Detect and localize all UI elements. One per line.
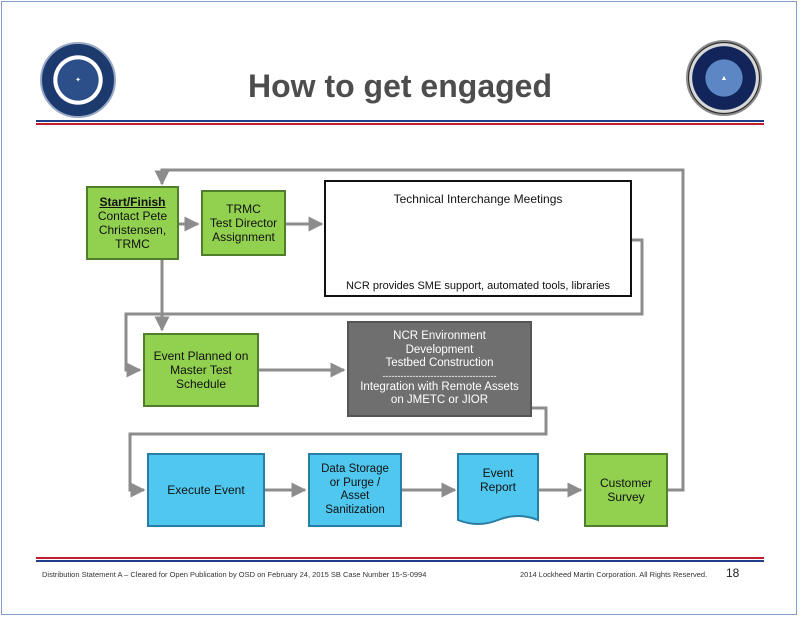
ncr-line-4: Integration with Remote Assets	[360, 380, 519, 393]
hex-right-line-2: Identify New	[510, 238, 574, 250]
footer-rule-blue	[36, 560, 764, 562]
ncr-seal-logo: ▲	[686, 40, 762, 116]
page-number: 18	[726, 566, 740, 580]
event-planned-box: Event Planned on Master Test Schedule	[143, 333, 259, 407]
hex-right-line-1: Resource Planning	[493, 224, 591, 236]
event-report-document-shape	[457, 453, 539, 525]
technical-interchange-meetings-box: Technical Interchange Meetings NCR provi…	[324, 180, 632, 297]
ncr-divider: --------------------------------------	[382, 370, 497, 381]
event-planned-line-1: Event Planned on	[153, 349, 249, 363]
tim-title: Technical Interchange Meetings	[393, 192, 563, 206]
ncr-line-3: Testbed Construction	[385, 357, 494, 370]
copyright-notice: 2014 Lockheed Martin Corporation. All Ri…	[520, 570, 708, 579]
customer-survey-box: Customer Survey	[584, 453, 668, 527]
ncr-line-2: Development	[405, 343, 474, 356]
ncr-environment-box: NCR Environment Development Testbed Cons…	[347, 321, 532, 417]
header-rule-red	[36, 123, 764, 125]
arrow-ncr-to-execute	[128, 406, 548, 498]
hex-technical-scope-label: Technical Scope Definition	[350, 214, 448, 274]
start-finish-heading: Start/Finish	[99, 195, 166, 209]
trmc-line-2: Test Director	[209, 216, 278, 230]
hex-left-line-1: Technical	[375, 224, 423, 236]
ncr-line-1: NCR Environment	[393, 330, 486, 343]
event-planned-line-3: Schedule	[175, 377, 227, 391]
trmc-line-1: TRMC	[226, 202, 261, 216]
report-line-1: Event	[482, 466, 514, 480]
data-storage-box: Data Storage or Purge / Asset Sanitizati…	[308, 453, 402, 527]
storage-line-1: Data Storage	[321, 463, 389, 475]
footer-rule-red	[36, 557, 764, 559]
ncr-line-5: on JMETC or JIOR	[390, 394, 489, 407]
event-planned-line-2: Master Test	[170, 363, 232, 377]
trmc-test-director-box: TRMC Test Director Assignment	[201, 190, 286, 256]
slide-title: How to get engaged	[248, 68, 552, 104]
start-finish-box: Start/Finish Contact Pete Christensen, T…	[86, 186, 179, 260]
hex-left-line-3: Definition	[375, 252, 423, 264]
report-line-2: Report	[479, 480, 517, 494]
survey-line-2: Survey	[607, 490, 645, 504]
distribution-statement: Distribution Statement A – Cleared for O…	[42, 570, 427, 579]
execute-event-box: Execute Event	[147, 453, 265, 527]
hex-resource-planning-label: Resource Planning Identify New Developme…	[476, 212, 608, 276]
tim-footer: NCR provides SME support, automated tool…	[345, 280, 611, 292]
survey-line-1: Customer	[599, 476, 652, 490]
hex-right-line-3: Development	[508, 252, 576, 264]
start-line-1: Contact Pete	[97, 209, 168, 223]
storage-line-3: Asset	[340, 490, 370, 502]
arrow-tim-to-event-planned	[124, 238, 644, 378]
execute-line-1: Execute Event	[167, 483, 245, 497]
start-line-3: TRMC	[115, 237, 150, 251]
header-rule-blue	[36, 120, 764, 122]
storage-line-2: or Purge /	[329, 476, 381, 489]
start-line-2: Christensen,	[98, 223, 167, 237]
storage-line-4: Sanitization	[325, 503, 385, 516]
arrow-survey-to-start	[154, 168, 685, 492]
hex-left-line-2: Scope	[382, 238, 416, 250]
trmc-seal-logo: ✦	[40, 42, 116, 118]
event-report-box: Event Report	[458, 460, 538, 500]
trmc-line-3: Assignment	[212, 230, 275, 244]
